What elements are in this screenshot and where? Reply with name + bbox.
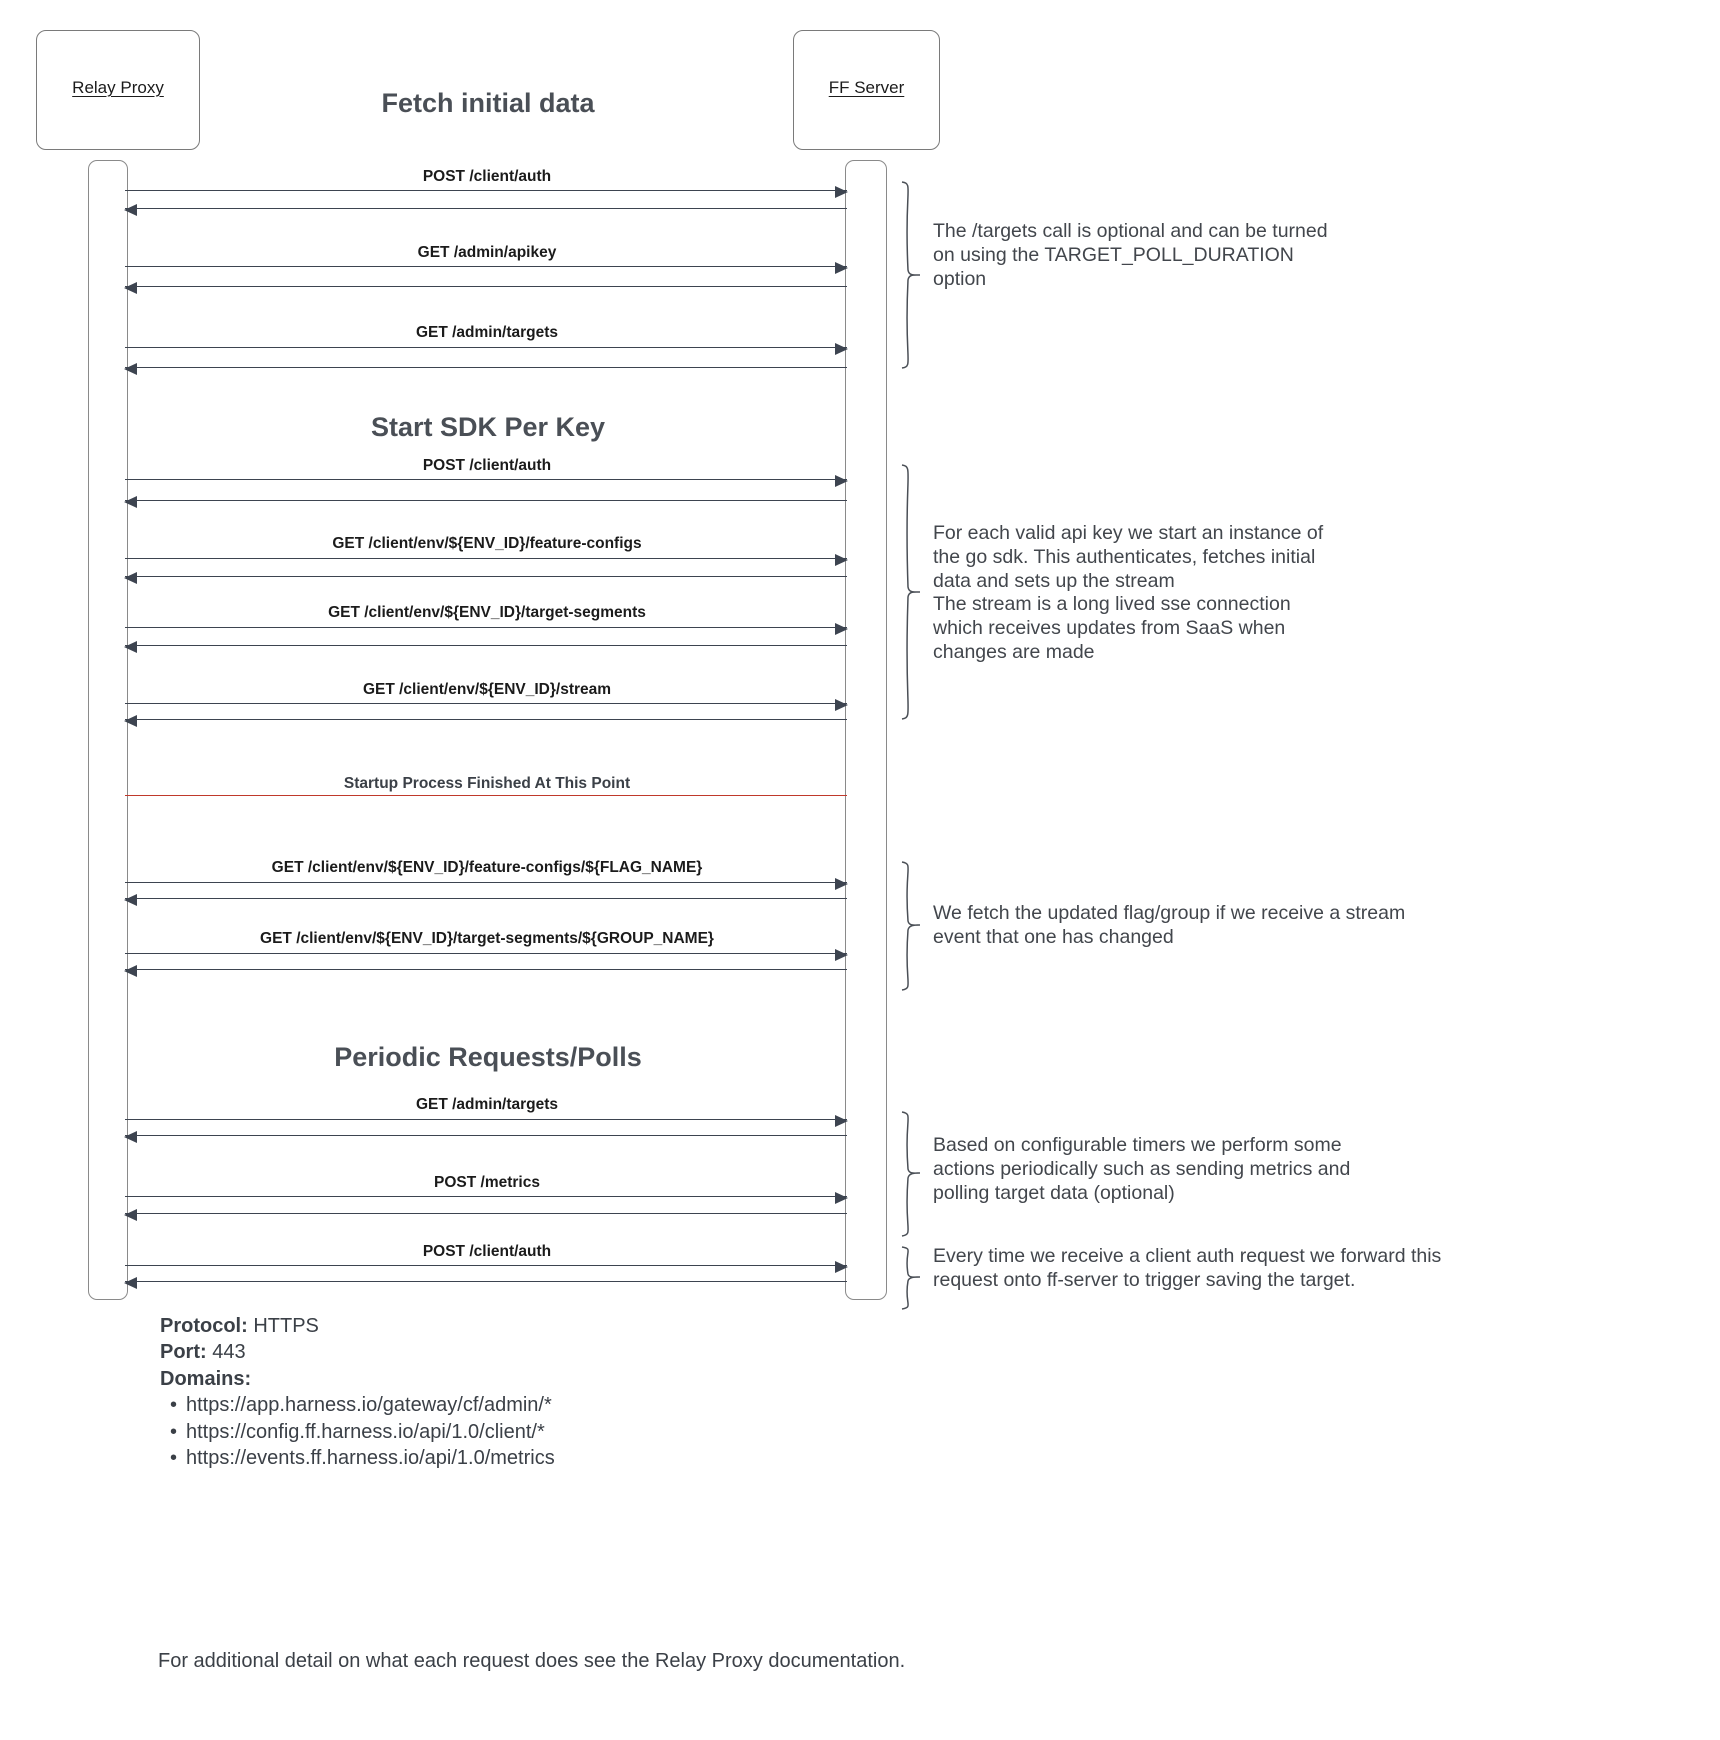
arrow-head-right-icon bbox=[835, 342, 848, 355]
message-arrow-request-11 bbox=[125, 1191, 848, 1204]
message-arrow-request-6 bbox=[125, 622, 848, 635]
arrow-head-left-icon bbox=[124, 495, 137, 508]
arrow-head-right-icon bbox=[835, 1260, 848, 1273]
message-label-post-client-auth-3: POST /client/auth bbox=[422, 1243, 552, 1260]
note-targets-optional: The /targets call is optional and can be… bbox=[933, 220, 1328, 290]
arrow-head-left-icon bbox=[124, 203, 137, 216]
footer-domain-list: https://app.harness.io/gateway/cf/admin/… bbox=[160, 1392, 860, 1472]
message-label-get-feature-config-by-flag: GET /client/env/${ENV_ID}/feature-config… bbox=[271, 859, 703, 876]
message-arrow-request-5 bbox=[125, 553, 848, 566]
footer-protocol-key: Protocol: bbox=[160, 1315, 248, 1337]
message-arrow-request-4 bbox=[125, 474, 848, 487]
divider-label-startup-finished: Startup Process Finished At This Point bbox=[343, 775, 631, 792]
brace-stream-update bbox=[898, 860, 924, 992]
arrow-head-right-icon bbox=[835, 948, 848, 961]
section-title-start-sdk-per-key: Start SDK Per Key bbox=[370, 412, 606, 442]
message-arrow-response-5 bbox=[124, 571, 847, 584]
note-client-auth-forward: Every time we receive a client auth requ… bbox=[933, 1245, 1442, 1291]
footer-documentation-note: For additional detail on what each reque… bbox=[158, 1650, 906, 1672]
message-label-post-client-auth-2: POST /client/auth bbox=[422, 457, 552, 474]
arrow-head-left-icon bbox=[124, 281, 137, 294]
list-item: https://config.ff.harness.io/api/1.0/cli… bbox=[170, 1419, 860, 1446]
list-item: https://events.ff.harness.io/api/1.0/met… bbox=[170, 1445, 860, 1472]
arrow-head-right-icon bbox=[835, 1191, 848, 1204]
arrow-head-left-icon bbox=[124, 362, 137, 375]
note-periodic-timers: Based on configurable timers we perform … bbox=[933, 1134, 1351, 1204]
message-arrow-response-10 bbox=[124, 1130, 847, 1143]
message-arrow-request-3 bbox=[125, 342, 848, 355]
footer-port-row: Port: 443 bbox=[160, 1339, 860, 1365]
arrow-head-left-icon bbox=[124, 640, 137, 653]
footer-domains-row: Domains: bbox=[160, 1366, 860, 1392]
footer-domains-key: Domains: bbox=[160, 1367, 252, 1390]
message-arrow-response-12 bbox=[124, 1276, 847, 1289]
message-arrow-response-2 bbox=[124, 281, 847, 294]
message-arrow-response-8 bbox=[124, 893, 847, 906]
message-label-get-feature-configs: GET /client/env/${ENV_ID}/feature-config… bbox=[332, 535, 642, 552]
message-arrow-response-3 bbox=[124, 362, 847, 375]
brace-sdk-instance bbox=[898, 463, 924, 721]
message-arrow-response-4 bbox=[124, 495, 847, 508]
arrow-head-left-icon bbox=[124, 1208, 137, 1221]
message-label-get-admin-targets-1: GET /admin/targets bbox=[415, 324, 559, 341]
arrow-head-right-icon bbox=[835, 698, 848, 711]
arrow-head-left-icon bbox=[124, 964, 137, 977]
message-arrow-response-6 bbox=[124, 640, 847, 653]
footer-protocol-value: HTTPS bbox=[253, 1315, 319, 1337]
message-label-get-admin-apikey: GET /admin/apikey bbox=[417, 244, 557, 261]
arrow-head-right-icon bbox=[835, 877, 848, 890]
arrow-head-right-icon bbox=[835, 553, 848, 566]
arrow-head-right-icon bbox=[835, 185, 848, 198]
actor-label-relay-proxy: Relay Proxy bbox=[72, 78, 164, 97]
note-sdk-instance: For each valid api key we start an insta… bbox=[933, 522, 1324, 663]
message-arrow-request-1 bbox=[125, 185, 848, 198]
footer-connection-info: Protocol: HTTPS Port: 443 Domains: https… bbox=[160, 1313, 860, 1472]
arrow-head-left-icon bbox=[124, 714, 137, 727]
footer-port-value: 443 bbox=[212, 1341, 246, 1364]
lifeline-ff-server bbox=[845, 160, 887, 1300]
divider-line-startup-finished bbox=[125, 795, 847, 796]
brace-client-auth-forward bbox=[898, 1245, 924, 1311]
footer-port-key: Port: bbox=[160, 1341, 207, 1364]
actor-box-relay-proxy bbox=[36, 30, 200, 150]
brace-targets-optional bbox=[898, 180, 924, 370]
arrow-head-right-icon bbox=[835, 1114, 848, 1127]
message-arrow-request-9 bbox=[125, 948, 848, 961]
message-arrow-response-1 bbox=[124, 203, 847, 216]
list-item: https://app.harness.io/gateway/cf/admin/… bbox=[170, 1392, 860, 1419]
message-label-get-stream: GET /client/env/${ENV_ID}/stream bbox=[362, 681, 612, 698]
message-label-post-client-auth-1: POST /client/auth bbox=[422, 168, 552, 185]
message-arrow-request-2 bbox=[125, 261, 848, 274]
arrow-head-right-icon bbox=[835, 622, 848, 635]
section-title-fetch-initial-data: Fetch initial data bbox=[381, 88, 595, 118]
message-arrow-response-7 bbox=[124, 714, 847, 727]
brace-periodic-timers bbox=[898, 1110, 924, 1238]
arrow-head-left-icon bbox=[124, 571, 137, 584]
message-label-get-target-segments: GET /client/env/${ENV_ID}/target-segment… bbox=[328, 604, 646, 621]
arrow-head-right-icon bbox=[835, 474, 848, 487]
message-label-get-admin-targets-2: GET /admin/targets bbox=[415, 1096, 559, 1113]
note-stream-update: We fetch the updated flag/group if we re… bbox=[933, 902, 1406, 948]
message-arrow-request-8 bbox=[125, 877, 848, 890]
message-label-post-metrics: POST /metrics bbox=[434, 1174, 540, 1191]
section-title-periodic-requests: Periodic Requests/Polls bbox=[334, 1042, 642, 1072]
lifeline-relay-proxy bbox=[88, 160, 128, 1300]
arrow-head-left-icon bbox=[124, 1276, 137, 1289]
message-arrow-response-9 bbox=[124, 964, 847, 977]
arrow-head-right-icon bbox=[835, 261, 848, 274]
message-arrow-request-12 bbox=[125, 1260, 848, 1273]
arrow-head-left-icon bbox=[124, 1130, 137, 1143]
actor-box-ff-server bbox=[793, 30, 940, 150]
arrow-head-left-icon bbox=[124, 893, 137, 906]
message-arrow-request-10 bbox=[125, 1114, 848, 1127]
message-label-get-target-segment-by-group: GET /client/env/${ENV_ID}/target-segment… bbox=[260, 930, 714, 947]
message-arrow-request-7 bbox=[125, 698, 848, 711]
actor-label-ff-server: FF Server bbox=[828, 78, 905, 97]
message-arrow-response-11 bbox=[124, 1208, 847, 1221]
footer-protocol-row: Protocol: HTTPS bbox=[160, 1313, 860, 1339]
